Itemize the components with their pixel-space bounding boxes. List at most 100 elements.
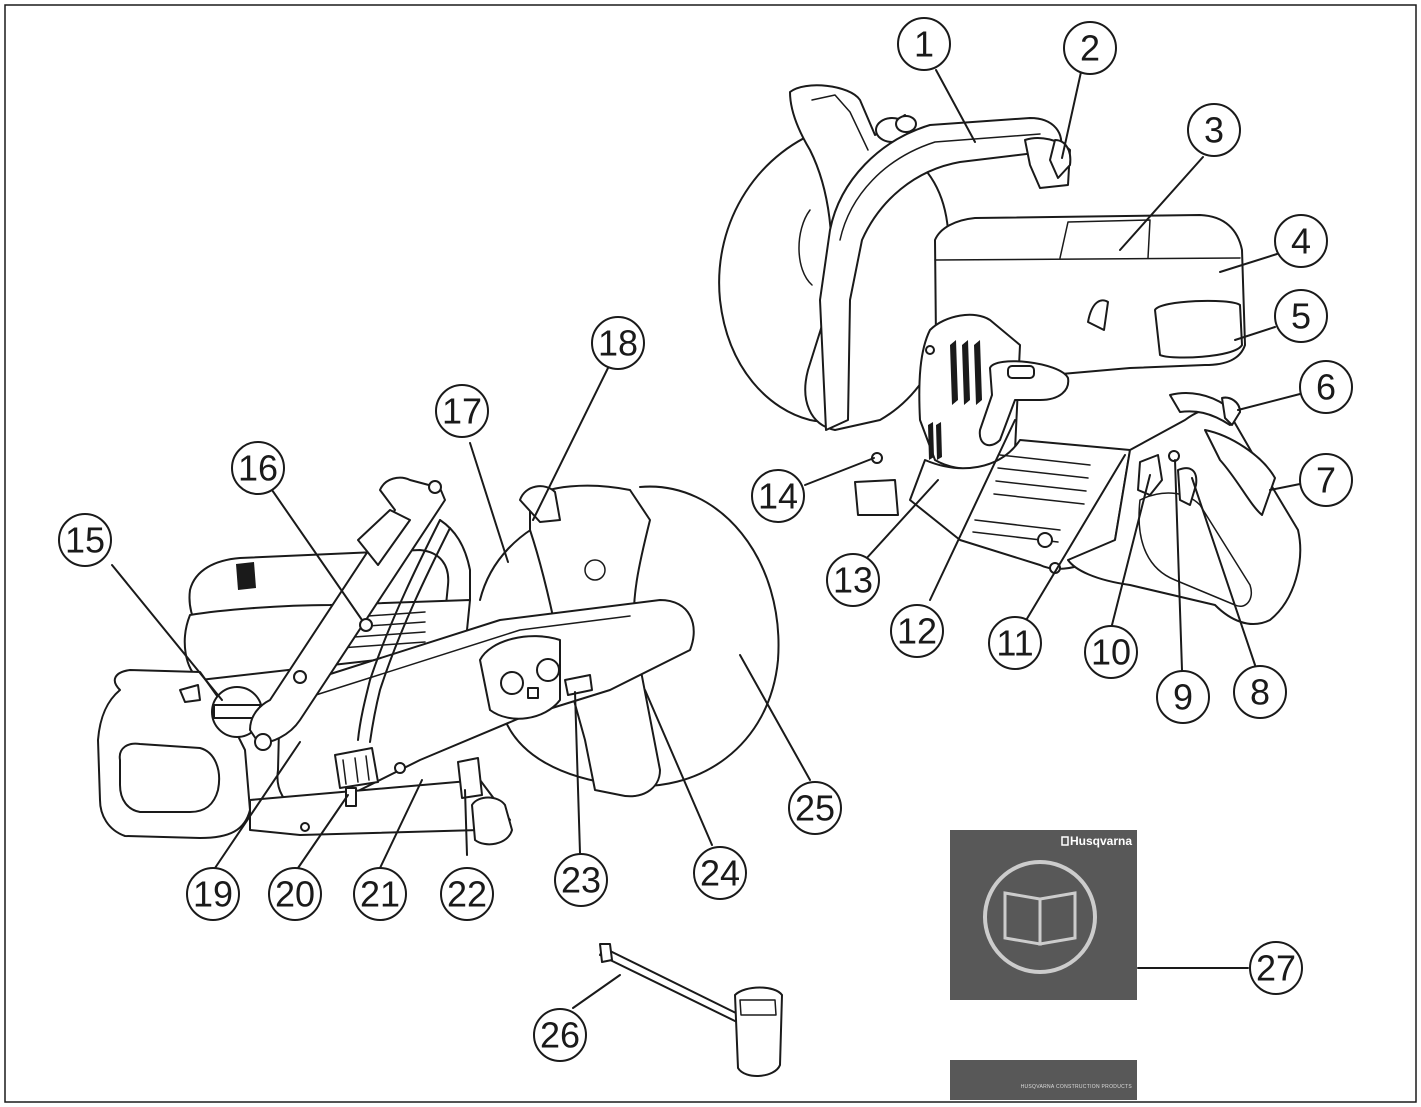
decomp-button: [1049, 139, 1072, 179]
callout-21: 21: [353, 867, 407, 921]
svg-text:12: 12: [897, 611, 937, 652]
callout-19: 19: [186, 867, 240, 921]
tensioner-nut: [527, 687, 539, 699]
arm-top-edge: [299, 615, 631, 701]
svg-text:20: 20: [275, 874, 315, 915]
rear-handle-cover: [1204, 429, 1276, 516]
svg-text:16: 16: [238, 448, 278, 489]
callout-9: 9: [1156, 670, 1210, 724]
water-hose-loop: [439, 519, 471, 601]
svg-text:14: 14: [758, 476, 798, 517]
callout-23: 23: [554, 853, 608, 907]
fuel-cap-front: [1037, 532, 1053, 548]
svg-text:2: 2: [1080, 28, 1100, 69]
decompression-valve-side: [359, 618, 373, 632]
svg-text:18: 18: [598, 323, 638, 364]
callout-4: 4: [1274, 214, 1328, 268]
support-foot-side: [471, 796, 513, 846]
svg-text:4: 4: [1291, 221, 1311, 262]
arm-screw: [394, 762, 406, 774]
choke-control: [1007, 365, 1035, 379]
cooling-slots: [928, 340, 982, 460]
callout-6: 6: [1299, 360, 1353, 414]
svg-text:7: 7: [1316, 460, 1336, 501]
combination-spanner: [599, 943, 783, 1077]
callout-24: 24: [693, 846, 747, 900]
callout-7: 7: [1299, 453, 1353, 507]
air-filter-cover: [1154, 299, 1243, 359]
svg-text:8: 8: [1250, 672, 1270, 713]
handle-bolt-lower: [254, 733, 272, 751]
svg-text:26: 26: [540, 1015, 580, 1056]
leader-lines: [111, 69, 1301, 1009]
manual-back-cover-text: HUSQVARNA CONSTRUCTION PRODUCTS: [1021, 1084, 1133, 1090]
svg-text:27: 27: [1256, 948, 1296, 989]
svg-text:17: 17: [442, 391, 482, 432]
bolt-23a: [500, 671, 524, 695]
callouts: 1 2 3 4 5 6 7 8 9 10 11 12 13 14 15 16 1…: [58, 17, 1353, 1062]
bolt-23b: [536, 658, 560, 682]
front-handle-grip: [357, 509, 411, 566]
manual-brand: Husqvarna: [1070, 834, 1132, 848]
svg-text:21: 21: [360, 874, 400, 915]
blade-hub-front: [798, 209, 813, 286]
svg-text:5: 5: [1291, 296, 1311, 337]
callout-26: 26: [533, 1008, 587, 1062]
screw-starter: [925, 345, 935, 355]
svg-text:23: 23: [561, 860, 601, 901]
callout-15: 15: [58, 513, 112, 567]
handle-stop: [179, 684, 201, 703]
callout-11: 11: [988, 616, 1042, 670]
vent-slots: [972, 454, 1091, 543]
callout-17: 17: [435, 384, 489, 438]
callout-1: 1: [897, 17, 951, 71]
blade-side: [504, 485, 780, 788]
spanner-torx-tip: [599, 943, 613, 963]
svg-text:3: 3: [1204, 110, 1224, 151]
cutting-arm: [276, 599, 695, 811]
callout-25: 25: [788, 781, 842, 835]
callout-12: 12: [890, 604, 944, 658]
belt-tensioner: [564, 674, 593, 696]
water-hose: [357, 519, 441, 741]
svg-text:25: 25: [795, 788, 835, 829]
guard-knob-front-2: [895, 115, 917, 133]
svg-text:19: 19: [193, 874, 233, 915]
svg-text:22: 22: [447, 874, 487, 915]
svg-text:6: 6: [1316, 367, 1336, 408]
starter-handle: [978, 360, 1070, 447]
handle-bolt-mid: [293, 670, 307, 684]
label-plate: [1059, 219, 1151, 259]
engine-fins: [339, 611, 426, 649]
callout-14: 14: [751, 469, 805, 523]
power-cutter-side-view: [97, 476, 780, 846]
svg-text:13: 13: [833, 560, 873, 601]
manual-back-cover: [950, 1060, 1137, 1100]
body-screw: [300, 822, 310, 832]
operators-manual: Husqvarna HUSQVARNA CONSTRUCTION PRODUCT…: [950, 830, 1137, 1100]
stop-switch-front: [1168, 450, 1180, 462]
svg-text:24: 24: [700, 853, 740, 894]
rear-handle-opening: [118, 742, 220, 813]
husqvarna-logo-icon: [1061, 836, 1069, 846]
callout-3: 3: [1187, 103, 1241, 157]
cover-latch-side: [236, 562, 256, 590]
callout-10: 10: [1084, 625, 1138, 679]
svg-text:11: 11: [996, 623, 1033, 664]
water-hose-2: [369, 527, 451, 743]
support-foot-front: [854, 479, 899, 516]
callout-5: 5: [1274, 289, 1328, 343]
svg-text:9: 9: [1173, 677, 1193, 718]
manual-cover: [950, 830, 1137, 1000]
callout-2: 2: [1063, 21, 1117, 75]
callout-18: 18: [591, 316, 645, 370]
handle-bolt-upper: [428, 480, 442, 494]
callout-20: 20: [268, 867, 322, 921]
cover-latch: [1087, 299, 1109, 331]
callout-16: 16: [231, 441, 285, 495]
front-handle-inner: [839, 133, 1041, 241]
cover-seam: [934, 257, 1241, 261]
svg-text:1: 1: [914, 24, 934, 65]
